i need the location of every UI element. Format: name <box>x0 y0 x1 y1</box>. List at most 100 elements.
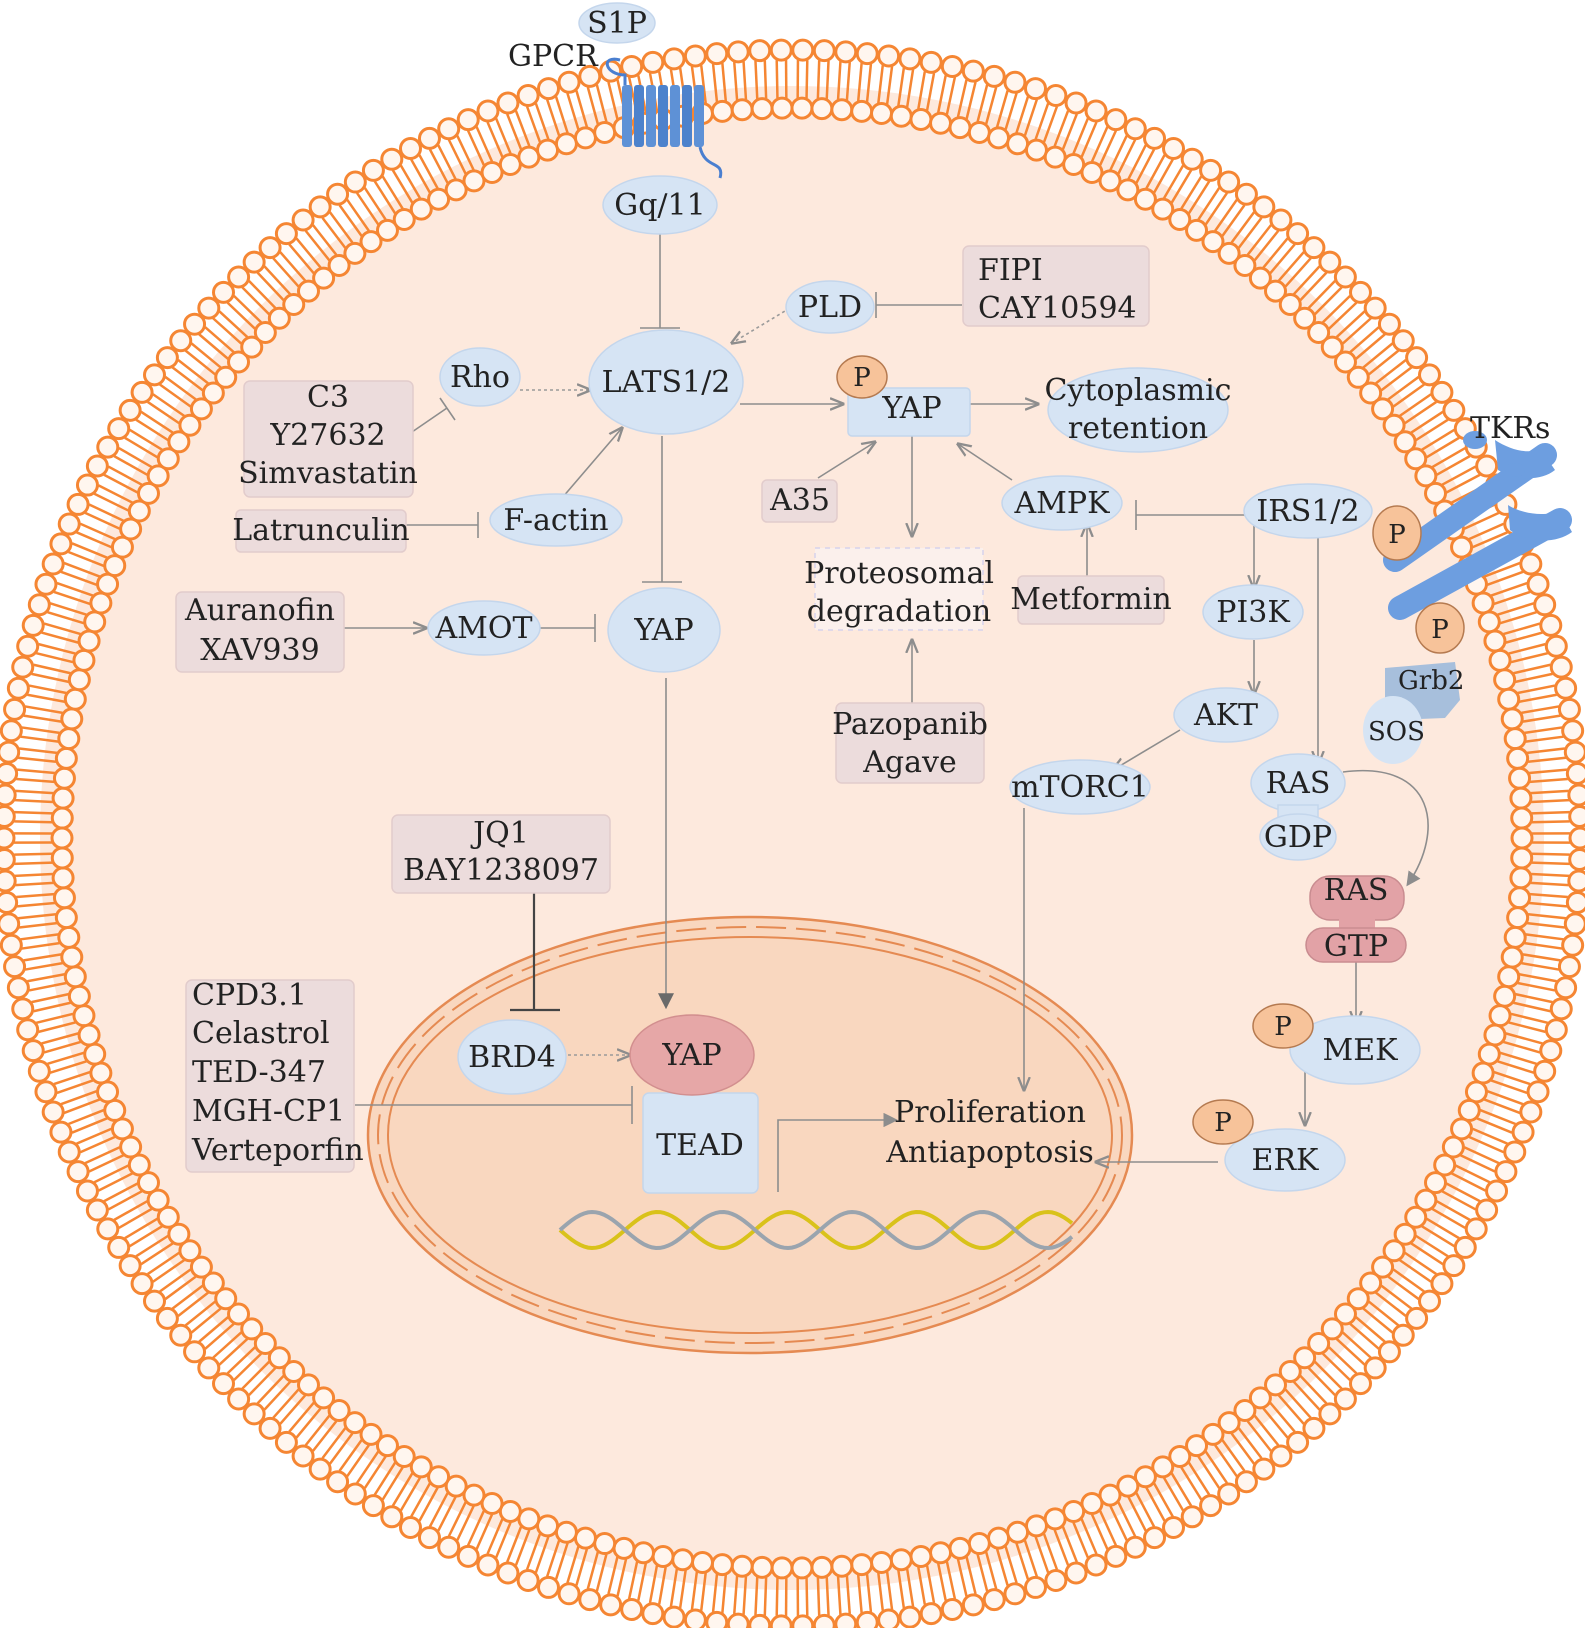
lipid-tail <box>1300 273 1326 301</box>
phospho-badge-tkr-2: P <box>1416 603 1464 653</box>
lipid-head <box>984 66 1004 86</box>
lipid-head <box>87 1200 107 1220</box>
lipid-head <box>1271 210 1291 230</box>
lipid-head <box>538 140 558 160</box>
lipid-head <box>1473 1063 1493 1083</box>
lipid-head <box>1528 574 1548 594</box>
lipid-head <box>1432 1274 1452 1294</box>
lipid-head <box>1563 721 1583 741</box>
c3-label: C3 <box>307 380 349 415</box>
lipid-head <box>8 678 28 698</box>
auranofin-label: Auranofin <box>184 593 335 628</box>
lipid-head <box>1485 631 1505 651</box>
lipid-head <box>857 44 877 64</box>
ras-gdp-ras-label: RAS <box>1266 766 1331 801</box>
lipid-head <box>685 1610 705 1628</box>
lipid-head <box>1444 400 1464 420</box>
lipid-tail <box>827 61 829 99</box>
lipid-tail <box>1532 812 1570 813</box>
lipid-head <box>812 1557 832 1577</box>
lipid-head <box>363 160 383 180</box>
lipid-head <box>1559 699 1579 719</box>
lipid-head <box>1420 365 1440 385</box>
node-irs: IRS1/2 <box>1244 484 1372 538</box>
lipid-head <box>260 1418 280 1438</box>
lipid-head <box>69 670 89 690</box>
lipid-head <box>68 494 88 514</box>
verteporfin-label: Verteporfin <box>191 1133 364 1168</box>
lipid-head <box>832 1556 852 1576</box>
lipid-head <box>969 1534 989 1554</box>
lipid-head <box>1026 79 1046 99</box>
jq1-label: JQ1 <box>470 816 529 851</box>
lipid-head <box>1365 1358 1385 1378</box>
degradation-label: degradation <box>807 594 992 629</box>
lipid-head <box>879 46 899 66</box>
lipid-head <box>400 139 420 159</box>
cpd31-label: CPD3.1 <box>192 978 307 1013</box>
lipid-head <box>132 382 152 402</box>
lipid-head <box>1508 908 1528 928</box>
lipid-head <box>13 999 33 1019</box>
lipid-head <box>989 1528 1009 1548</box>
lipid-head <box>1496 1162 1516 1182</box>
lipid-head <box>1565 914 1585 934</box>
lipid-head <box>836 1614 856 1628</box>
mek-label: MEK <box>1322 1033 1398 1068</box>
lipid-head <box>1008 1522 1028 1542</box>
lipid-tail <box>1315 1362 1342 1389</box>
lipid-head <box>1164 1517 1184 1537</box>
lipid-head <box>1164 139 1184 159</box>
lipid-head <box>419 1528 439 1548</box>
lipid-tail <box>249 1368 276 1395</box>
yap-nuclear-label: YAP <box>661 1038 721 1073</box>
lipid-head <box>622 56 642 76</box>
lipid-tail <box>1309 281 1336 308</box>
lipid-head <box>244 252 264 272</box>
lipid-head <box>1 935 21 955</box>
lipid-head <box>1365 298 1385 318</box>
lipid-head <box>0 871 15 891</box>
lipid-head <box>1528 1082 1548 1102</box>
lipid-tail <box>755 1577 757 1615</box>
lipid-head <box>685 46 705 66</box>
node-proteosomal-degradation: Proteosomal degradation <box>804 548 994 630</box>
y27632-label: Y27632 <box>269 418 385 453</box>
lipid-head <box>707 44 727 64</box>
lipid-head <box>276 224 296 244</box>
lipid-head <box>98 437 118 457</box>
lipid-head <box>5 699 25 719</box>
node-cytoplasmic-retention: Cytoplasmic retention <box>1045 368 1232 452</box>
lipid-head <box>1541 1041 1561 1061</box>
cell-membrane <box>0 40 1585 1628</box>
lipid-head <box>1477 1200 1497 1220</box>
lipid-head <box>36 1082 56 1102</box>
node-rho: Rho <box>440 348 520 406</box>
lipid-head <box>872 104 892 124</box>
lipid-head <box>1271 1446 1291 1466</box>
lipid-head <box>1490 650 1510 670</box>
sos-label: SOS <box>1368 717 1425 747</box>
lipid-head <box>23 1041 43 1061</box>
lipid-head <box>601 1595 621 1615</box>
antiapoptosis-label: Antiapoptosis <box>885 1135 1094 1170</box>
lipid-head <box>458 110 478 130</box>
lipid-head <box>1005 1584 1025 1604</box>
lipid-head <box>538 79 558 99</box>
lipid-head <box>1473 593 1493 613</box>
lipid-head <box>911 109 931 129</box>
lipid-head <box>1541 615 1561 635</box>
a35-label: A35 <box>769 483 830 518</box>
lipid-head <box>643 1604 663 1624</box>
lipid-head <box>1510 888 1530 908</box>
lipid-head <box>1466 1082 1486 1102</box>
lipid-head <box>575 128 595 148</box>
lipid-head <box>98 1219 118 1239</box>
lipid-head <box>1201 160 1221 180</box>
lipid-head <box>478 1555 498 1575</box>
lipid-head <box>752 1557 772 1577</box>
lipid-head <box>712 101 732 121</box>
lipid-head <box>105 1100 125 1120</box>
lipid-head <box>857 1612 877 1628</box>
lipid-tail <box>807 1578 808 1616</box>
